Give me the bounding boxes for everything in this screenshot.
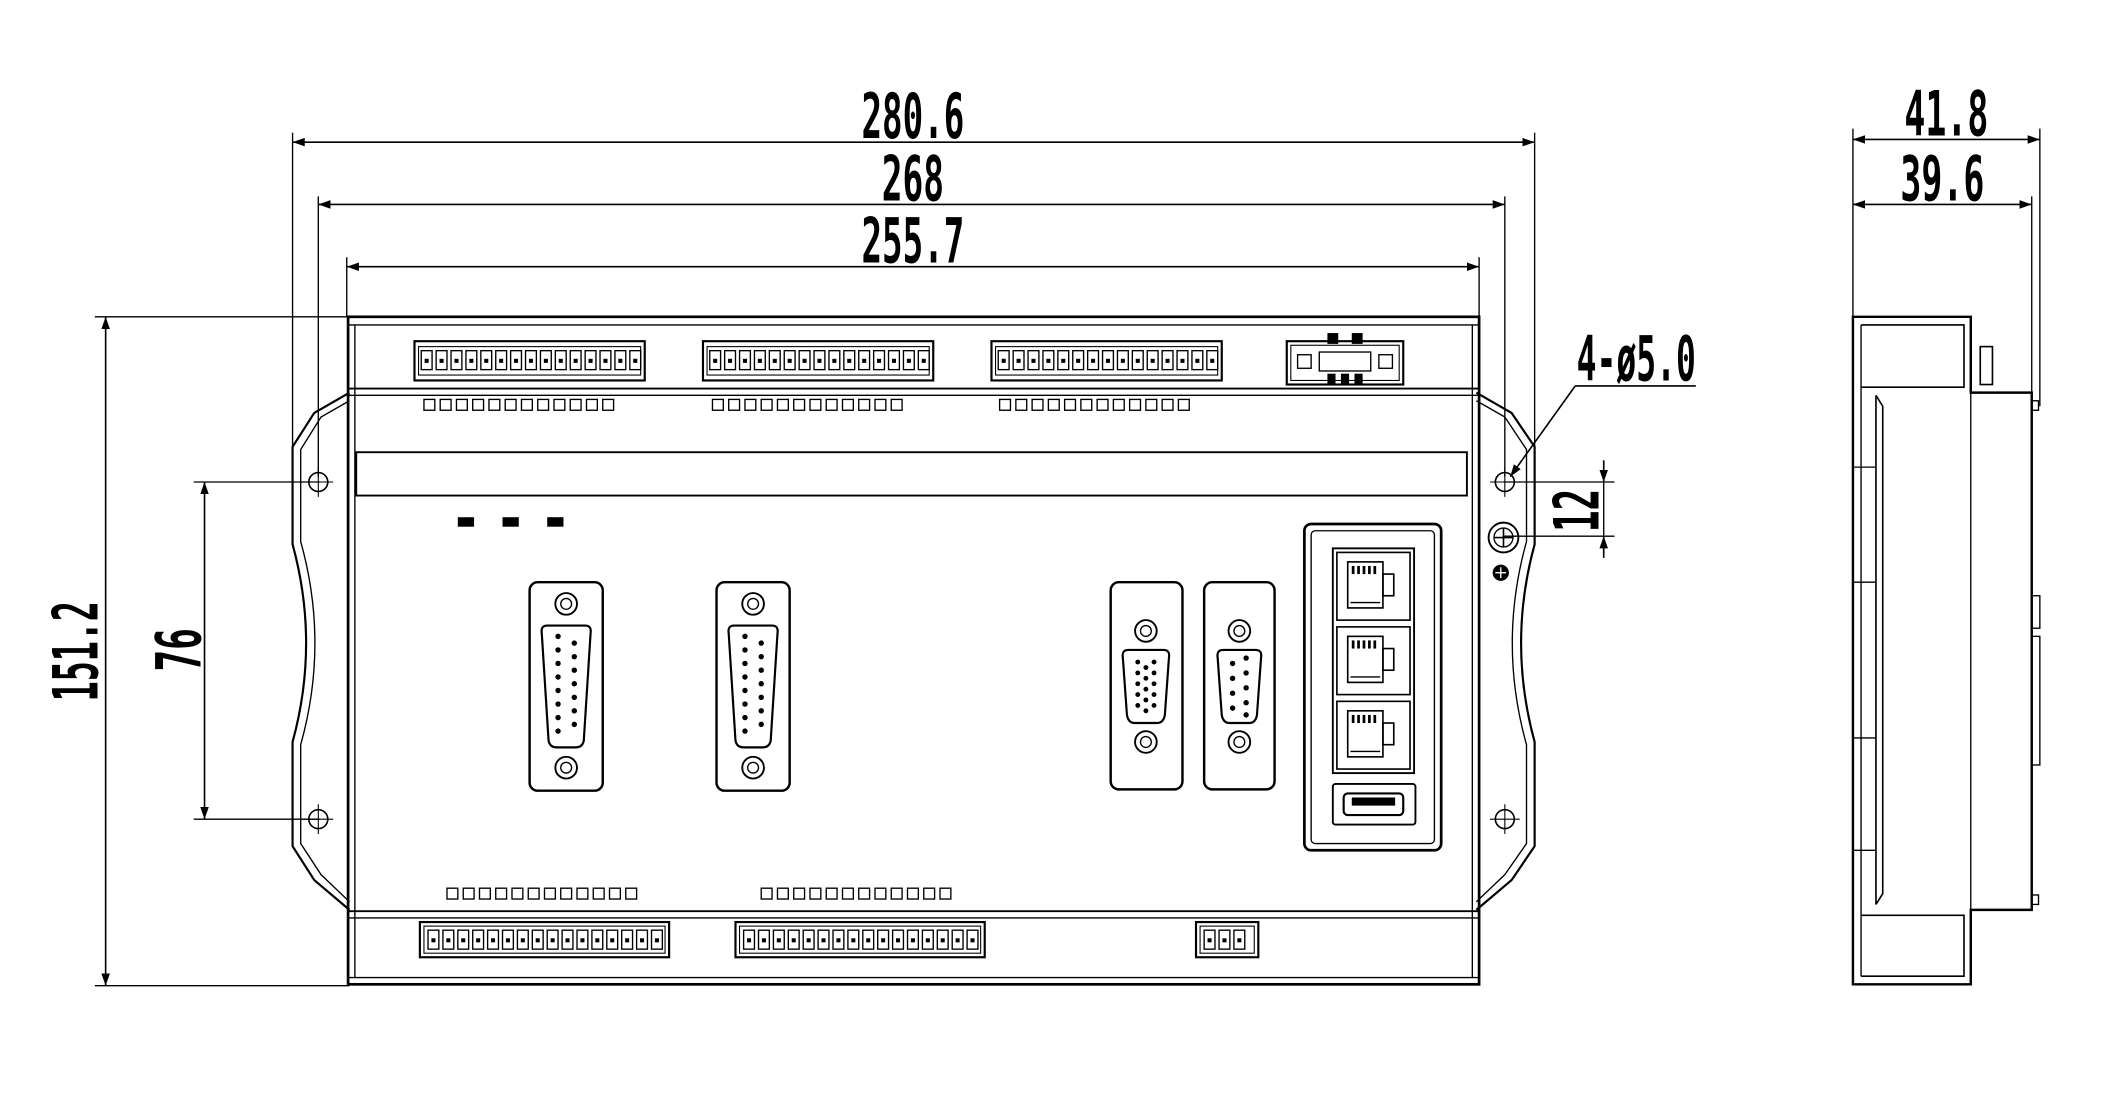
mounting-hole — [1489, 804, 1520, 835]
terminal-block — [418, 920, 671, 959]
io-led-row — [711, 398, 903, 411]
status-led — [457, 517, 475, 527]
vga-connector — [1109, 580, 1184, 791]
dim-depth-body: 39.6 — [1900, 142, 1984, 215]
ground-screw-icon — [1487, 521, 1520, 581]
status-led — [547, 517, 564, 527]
terminal-block — [413, 340, 646, 382]
terminal-block — [734, 920, 986, 959]
side-view — [1851, 315, 2041, 986]
ethernet-port-icon — [1336, 551, 1411, 621]
ethernet-port-icon — [1336, 626, 1411, 696]
db15-connector — [528, 580, 604, 792]
dim-hole-spec: 4-ø5.0 — [1577, 322, 1696, 395]
io-led-row — [423, 398, 615, 411]
terminal-block — [701, 340, 935, 382]
dim-hole-offset: 12 — [1540, 489, 1613, 532]
usb-port-icon — [1331, 782, 1417, 826]
io-led-row — [998, 398, 1190, 411]
dim-depth-overall: 41.8 — [1904, 77, 1988, 150]
io-led-row — [446, 887, 638, 900]
io-led-row — [760, 887, 952, 900]
db15-connector — [715, 580, 791, 792]
dim-body-width: 255.7 — [861, 205, 964, 278]
mounting-hole — [303, 804, 334, 835]
right-mounting-flange — [1475, 391, 1536, 911]
power-connector — [1285, 333, 1405, 386]
mounting-hole — [303, 467, 334, 497]
front-view — [291, 315, 1536, 986]
label-strip — [355, 451, 1468, 497]
dim-mount-width: 268 — [882, 142, 944, 215]
dim-overall-height: 151.2 — [40, 601, 113, 701]
dim-mount-height: 76 — [142, 628, 215, 671]
status-led — [502, 517, 519, 527]
ethernet-port-icon — [1336, 700, 1411, 770]
dimension-lines — [94, 128, 2041, 987]
network-port-panel — [1303, 522, 1443, 852]
left-mounting-flange — [291, 391, 351, 911]
terminal-block — [1194, 920, 1260, 959]
terminal-block — [990, 340, 1223, 382]
db9-connector — [1202, 580, 1276, 791]
mounting-hole — [1489, 467, 1520, 497]
dim-overall-width: 280.6 — [861, 80, 964, 153]
controller-body — [346, 315, 1481, 986]
